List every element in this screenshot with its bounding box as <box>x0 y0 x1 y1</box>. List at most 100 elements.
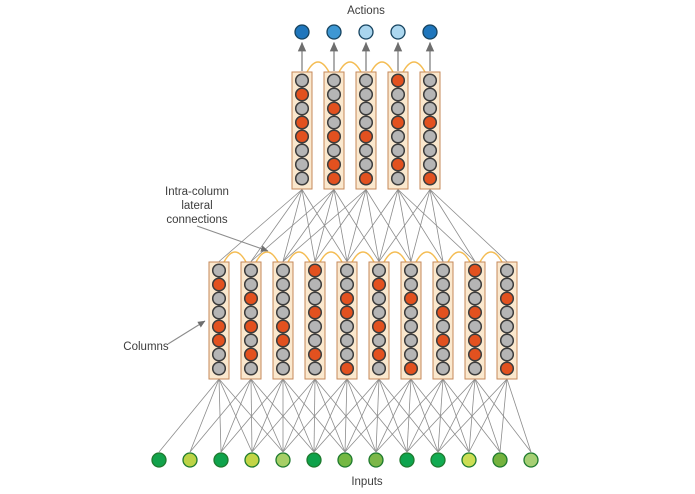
inter-layer-line <box>346 189 367 262</box>
input-node <box>244 452 260 468</box>
inactive-cell <box>403 277 419 292</box>
columns-layer <box>208 71 518 380</box>
input-feedforward-line <box>282 378 316 453</box>
intra-column-label-line2: lateral <box>181 200 212 212</box>
input-feedforward-line <box>346 378 377 453</box>
nodes-layer <box>151 24 539 468</box>
inter-layer-line <box>250 189 335 262</box>
active-cell <box>403 291 419 306</box>
inactive-cell <box>467 319 483 334</box>
active-cell <box>294 87 310 102</box>
input-node <box>275 452 291 468</box>
input-to-column-lines <box>158 378 532 453</box>
inactive-cell <box>467 361 483 376</box>
inactive-cell <box>499 319 515 334</box>
inactive-cell <box>307 361 323 376</box>
inactive-cell <box>499 263 515 278</box>
inter-layer-line <box>282 189 335 262</box>
inactive-cell <box>371 263 387 278</box>
intra-column-label-line1: Intra-column <box>165 186 229 198</box>
input-feedforward-line <box>442 378 501 453</box>
input-feedforward-line <box>474 378 501 453</box>
inactive-cell <box>243 361 259 376</box>
input-feedforward-line <box>344 378 412 453</box>
input-feedforward-line <box>158 378 220 453</box>
inactive-cell <box>371 291 387 306</box>
inactive-cell <box>390 101 406 116</box>
inactive-cell <box>403 305 419 320</box>
inactive-cell <box>275 347 291 362</box>
input-node <box>430 452 446 468</box>
inactive-cell <box>243 305 259 320</box>
active-cell <box>435 333 451 348</box>
inactive-cell <box>403 333 419 348</box>
input-node <box>213 452 229 468</box>
inactive-cell <box>358 115 374 130</box>
input-feedforward-line <box>344 378 380 453</box>
input-feedforward-line <box>282 378 346 453</box>
lateral-connection-arc <box>338 61 362 73</box>
active-cell <box>358 129 374 144</box>
lateral-connection-arc <box>306 61 330 73</box>
inactive-cell <box>243 333 259 348</box>
active-cell <box>435 305 451 320</box>
input-node <box>399 452 415 468</box>
input-feedforward-line <box>218 378 284 453</box>
inactive-cell <box>275 263 291 278</box>
inter-layer-line <box>429 189 444 262</box>
input-feedforward-line <box>220 378 284 453</box>
active-cell <box>422 115 438 130</box>
columns-annotation-arrow <box>167 320 206 345</box>
inactive-cell <box>390 87 406 102</box>
active-cell <box>371 347 387 362</box>
inactive-cell <box>243 263 259 278</box>
inactive-cell <box>499 305 515 320</box>
inactive-cell <box>390 171 406 186</box>
inactive-cell <box>339 277 355 292</box>
inactive-cell <box>307 277 323 292</box>
inactive-cell <box>403 319 419 334</box>
active-cell <box>467 305 483 320</box>
inactive-cell <box>371 333 387 348</box>
input-node <box>523 452 539 468</box>
lateral-connection-arc <box>287 251 311 263</box>
input-node <box>337 452 353 468</box>
input-feedforward-line <box>189 378 220 453</box>
inactive-cell <box>422 143 438 158</box>
input-feedforward-line <box>410 378 439 453</box>
inactive-cell <box>339 319 355 334</box>
inter-layer-line <box>346 189 399 262</box>
input-feedforward-line <box>468 378 508 453</box>
input-feedforward-line <box>250 378 315 453</box>
inactive-cell <box>294 143 310 158</box>
active-cell <box>467 347 483 362</box>
inactive-cell <box>326 143 342 158</box>
inactive-cell <box>358 101 374 116</box>
inactive-cell <box>422 157 438 172</box>
active-cell <box>358 171 374 186</box>
lateral-connection-arcs <box>223 61 503 263</box>
inactive-cell <box>275 277 291 292</box>
action-node <box>422 24 438 40</box>
inactive-cell <box>422 101 438 116</box>
actions-label: Actions <box>347 5 385 17</box>
input-feedforward-line <box>406 378 444 453</box>
input-feedforward-line <box>499 378 508 453</box>
inactive-cell <box>275 291 291 306</box>
input-feedforward-line <box>250 378 284 453</box>
input-node <box>182 452 198 468</box>
inactive-cell <box>422 129 438 144</box>
inter-layer-line <box>429 189 476 262</box>
inactive-cell <box>294 171 310 186</box>
input-node <box>306 452 322 468</box>
inactive-cell <box>326 87 342 102</box>
active-cell <box>243 347 259 362</box>
inter-layer-line <box>314 189 367 262</box>
lateral-connection-arc <box>383 251 407 263</box>
input-feedforward-line <box>437 378 476 453</box>
inactive-cell <box>435 277 451 292</box>
inactive-cell <box>422 87 438 102</box>
lateral-connection-arc <box>351 251 375 263</box>
active-cell <box>499 361 515 376</box>
